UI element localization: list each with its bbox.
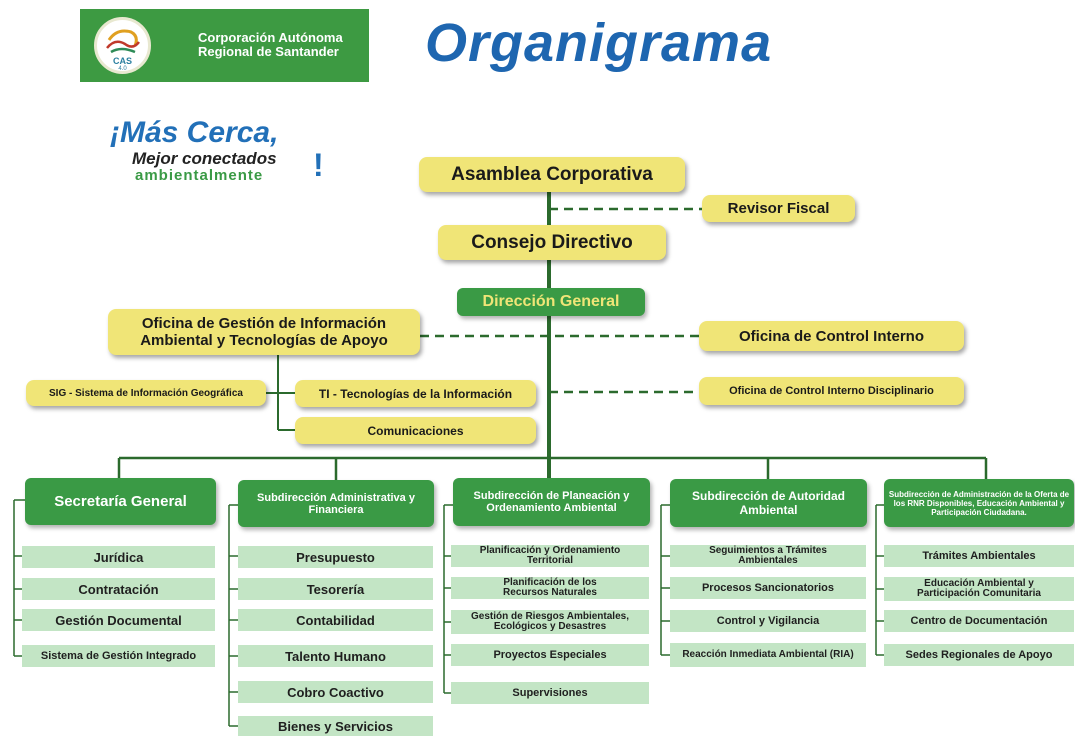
consejo-directivo-box: Consejo Directivo bbox=[438, 225, 666, 260]
administrativa-item: Talento Humano bbox=[238, 645, 433, 667]
administrativa-item: Tesorería bbox=[238, 578, 433, 600]
slogan-line-1: ¡Más Cerca, bbox=[110, 116, 279, 149]
oficina-gestion-line-1: Oficina de Gestión de Información bbox=[141, 315, 387, 332]
page-title: Organigrama bbox=[425, 13, 773, 73]
cas-logo-icon: CAS 4.0 bbox=[94, 17, 151, 74]
administrativa-item: Contabilidad bbox=[238, 609, 433, 631]
asamblea-corporativa-box: Asamblea Corporativa bbox=[419, 157, 685, 192]
subdireccion-oferta-rnr-head: Subdirección de Administración de la Ofe… bbox=[884, 479, 1074, 527]
oferta-rnr-item: Sedes Regionales de Apoyo bbox=[884, 644, 1074, 666]
ti-box: TI - Tecnologías de la Información bbox=[295, 380, 536, 407]
oficina-control-disciplinario-box: Oficina de Control Interno Disciplinario bbox=[699, 377, 964, 405]
org-name: Corporación Autónoma Regional de Santand… bbox=[198, 31, 343, 59]
administrativa-item: Bienes y Servicios bbox=[238, 716, 433, 736]
oficina-gestion-line-2: Ambiental y Tecnologías de Apoyo bbox=[140, 332, 388, 349]
slogan-line-2: Mejor conectados bbox=[132, 149, 277, 168]
subdireccion-planeacion-head: Subdirección de Planeación y Ordenamient… bbox=[453, 478, 650, 526]
org-logo-banner: CAS 4.0 Corporación Autónoma Regional de… bbox=[80, 9, 369, 82]
secretaria-item: Sistema de Gestión Integrado bbox=[22, 645, 215, 667]
slogan-exclamation: ! bbox=[313, 147, 324, 183]
oficina-control-interno-box: Oficina de Control Interno bbox=[699, 321, 964, 351]
secretaria-general-head: Secretaría General bbox=[25, 478, 216, 525]
administrativa-item: Presupuesto bbox=[238, 546, 433, 568]
comunicaciones-box: Comunicaciones bbox=[295, 417, 536, 444]
planeacion-item: Gestión de Riesgos Ambientales, Ecológic… bbox=[451, 610, 649, 634]
org-name-line-2: Regional de Santander bbox=[198, 44, 339, 59]
oficina-gestion-informacion-box: Oficina de Gestión de Información Ambien… bbox=[108, 309, 420, 355]
autoridad-item: Procesos Sancionatorios bbox=[670, 577, 866, 599]
planeacion-item: Proyectos Especiales bbox=[451, 644, 649, 666]
revisor-fiscal-box: Revisor Fiscal bbox=[702, 195, 855, 222]
subdireccion-administrativa-head: Subdirección Administrativa y Financiera bbox=[238, 480, 434, 527]
administrativa-item: Cobro Coactivo bbox=[238, 681, 433, 703]
oferta-rnr-item: Centro de Documentación bbox=[884, 610, 1074, 632]
logo-text: CAS bbox=[112, 56, 132, 66]
slogan-line-3: ambientalmente bbox=[135, 167, 264, 184]
autoridad-item: Seguimientos a Trámites Ambientales bbox=[670, 545, 866, 567]
sig-box: SIG - Sistema de Información Geográfica bbox=[26, 380, 266, 406]
org-name-line-1: Corporación Autónoma bbox=[198, 30, 343, 45]
autoridad-item: Control y Vigilancia bbox=[670, 610, 866, 632]
planeacion-item: Supervisiones bbox=[451, 682, 649, 704]
secretaria-item: Gestión Documental bbox=[22, 609, 215, 631]
secretaria-item: Jurídica bbox=[22, 546, 215, 568]
direccion-general-box: Dirección General bbox=[457, 288, 645, 316]
secretaria-item: Contratación bbox=[22, 578, 215, 600]
subdireccion-autoridad-head: Subdirección de Autoridad Ambiental bbox=[670, 479, 867, 527]
planeacion-item: Planificación y Ordenamiento Territorial bbox=[451, 545, 649, 567]
oferta-rnr-item: Educación Ambiental y Participación Comu… bbox=[884, 577, 1074, 601]
oferta-rnr-item: Trámites Ambientales bbox=[884, 545, 1074, 567]
logo-subtext: 4.0 bbox=[118, 66, 127, 72]
planeacion-item: Planificación de los Recursos Naturales bbox=[451, 577, 649, 599]
autoridad-item: Reacción Inmediata Ambiental (RIA) bbox=[670, 643, 866, 667]
